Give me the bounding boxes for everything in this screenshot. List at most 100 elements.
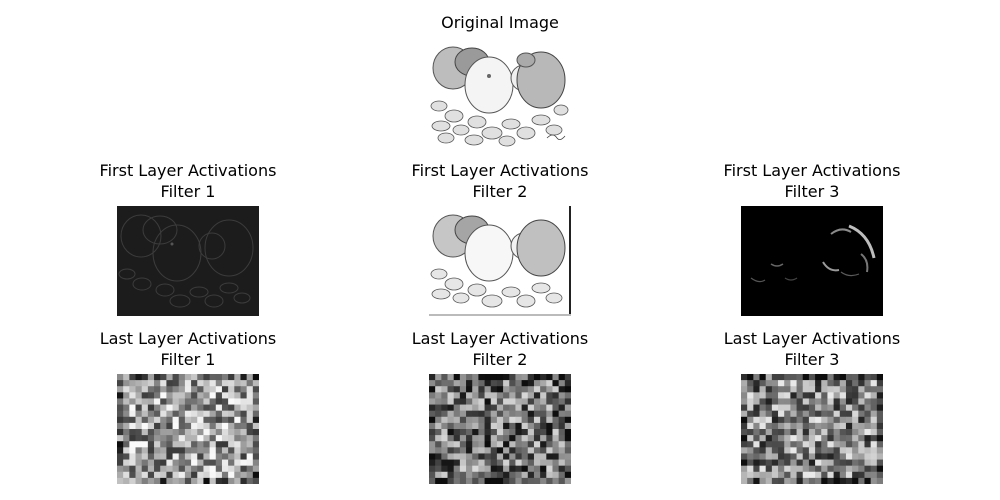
activation-pixel bbox=[552, 398, 560, 405]
activation-pixel bbox=[808, 471, 816, 479]
activation-pixel bbox=[252, 477, 259, 484]
activation-pixel bbox=[172, 441, 180, 448]
activation-pixel bbox=[778, 380, 785, 387]
activation-pixel bbox=[808, 441, 816, 448]
activation-pixel bbox=[852, 386, 859, 393]
activation-pixel bbox=[209, 410, 217, 418]
activation-pixel bbox=[747, 477, 754, 484]
activation-pixel bbox=[209, 404, 217, 412]
activation-pixel bbox=[453, 459, 461, 467]
activation-pixel bbox=[503, 380, 510, 387]
activation-pixel bbox=[472, 398, 479, 405]
activation-pixel bbox=[827, 386, 834, 393]
activation-pixel bbox=[459, 380, 467, 387]
activation-pixel bbox=[240, 465, 248, 473]
activation-pixel bbox=[141, 422, 149, 430]
activation-pixel bbox=[815, 429, 822, 436]
activation-pixel bbox=[447, 435, 455, 442]
activation-pixel bbox=[546, 416, 553, 424]
activation-pixel bbox=[178, 386, 186, 393]
activation-pixel bbox=[447, 398, 455, 405]
activation-pixel bbox=[778, 447, 785, 454]
activation-pixel bbox=[496, 422, 504, 430]
activation-pixel bbox=[459, 471, 467, 479]
activation-pixel bbox=[490, 453, 498, 460]
activation-pixel bbox=[154, 453, 161, 460]
activation-pixel bbox=[447, 429, 455, 436]
activation-pixel bbox=[435, 380, 442, 387]
activation-pixel bbox=[166, 471, 173, 479]
activation-pixel bbox=[234, 453, 241, 460]
activation-pixel bbox=[484, 416, 492, 424]
activation-pixel bbox=[252, 447, 259, 454]
first-layer-filter-1-image bbox=[117, 206, 259, 316]
activation-pixel bbox=[808, 447, 816, 454]
activation-pixel bbox=[533, 477, 541, 484]
activation-pixel bbox=[429, 398, 436, 405]
activation-pixel bbox=[864, 398, 872, 405]
activation-pixel bbox=[246, 380, 254, 387]
activation-pixel bbox=[203, 459, 210, 467]
activation-pixel bbox=[166, 435, 173, 442]
activation-pixel bbox=[209, 416, 217, 424]
activation-pixel bbox=[197, 441, 204, 448]
activation-pixel bbox=[240, 441, 248, 448]
activation-pixel bbox=[839, 465, 847, 473]
activation-pixel bbox=[533, 380, 541, 387]
activation-pixel bbox=[564, 380, 571, 387]
activation-pixel bbox=[429, 459, 436, 467]
activation-pixel bbox=[827, 398, 834, 405]
activation-pixel bbox=[864, 429, 872, 436]
activation-pixel bbox=[429, 422, 436, 430]
activation-pixel bbox=[552, 429, 560, 436]
activation-pixel bbox=[117, 453, 124, 460]
activation-pixel bbox=[876, 422, 883, 430]
activation-pixel bbox=[509, 465, 516, 473]
activation-pixel bbox=[203, 410, 210, 418]
activation-pixel bbox=[441, 392, 448, 399]
activation-pixel bbox=[135, 386, 143, 393]
activation-pixel bbox=[778, 422, 785, 430]
activation-pixel bbox=[839, 380, 847, 387]
activation-pixel bbox=[765, 465, 773, 473]
activation-pixel bbox=[515, 380, 522, 387]
activation-pixel bbox=[209, 471, 217, 479]
activation-pixel bbox=[246, 441, 254, 448]
activation-pixel bbox=[778, 398, 785, 405]
activation-pixel bbox=[778, 392, 785, 399]
activation-pixel bbox=[802, 374, 810, 381]
activation-pixel bbox=[552, 447, 560, 454]
activation-pixel bbox=[515, 441, 522, 448]
activation-pixel bbox=[876, 386, 883, 393]
activation-pixel bbox=[546, 429, 553, 436]
activation-pixel bbox=[515, 392, 522, 399]
activation-pixel bbox=[117, 471, 124, 479]
activation-pixel bbox=[858, 453, 865, 460]
activation-pixel bbox=[821, 465, 828, 473]
activation-pixel bbox=[747, 392, 754, 399]
activation-pixel bbox=[864, 447, 872, 454]
activation-pixel bbox=[827, 429, 834, 436]
activation-pixel bbox=[876, 392, 883, 399]
activation-pixel bbox=[802, 429, 810, 436]
activation-pixel bbox=[503, 429, 510, 436]
activation-pixel bbox=[435, 392, 442, 399]
activation-pixel bbox=[478, 404, 485, 412]
activation-pixel bbox=[527, 416, 535, 424]
activation-pixel bbox=[870, 435, 878, 442]
activation-pixel bbox=[558, 410, 566, 418]
activation-pixel bbox=[490, 410, 498, 418]
activation-pixel bbox=[117, 410, 124, 418]
activation-pixel bbox=[429, 465, 436, 473]
activation-pixel bbox=[246, 435, 254, 442]
activation-pixel bbox=[808, 477, 816, 484]
activation-pixel bbox=[191, 410, 198, 418]
activation-pixel bbox=[821, 447, 828, 454]
activation-pixel bbox=[129, 416, 136, 424]
activation-pixel bbox=[123, 435, 130, 442]
activation-pixel bbox=[558, 453, 566, 460]
activation-pixel bbox=[252, 441, 259, 448]
activation-pixel bbox=[429, 392, 436, 399]
activation-pixel bbox=[521, 392, 529, 399]
activation-pixel bbox=[827, 447, 834, 454]
